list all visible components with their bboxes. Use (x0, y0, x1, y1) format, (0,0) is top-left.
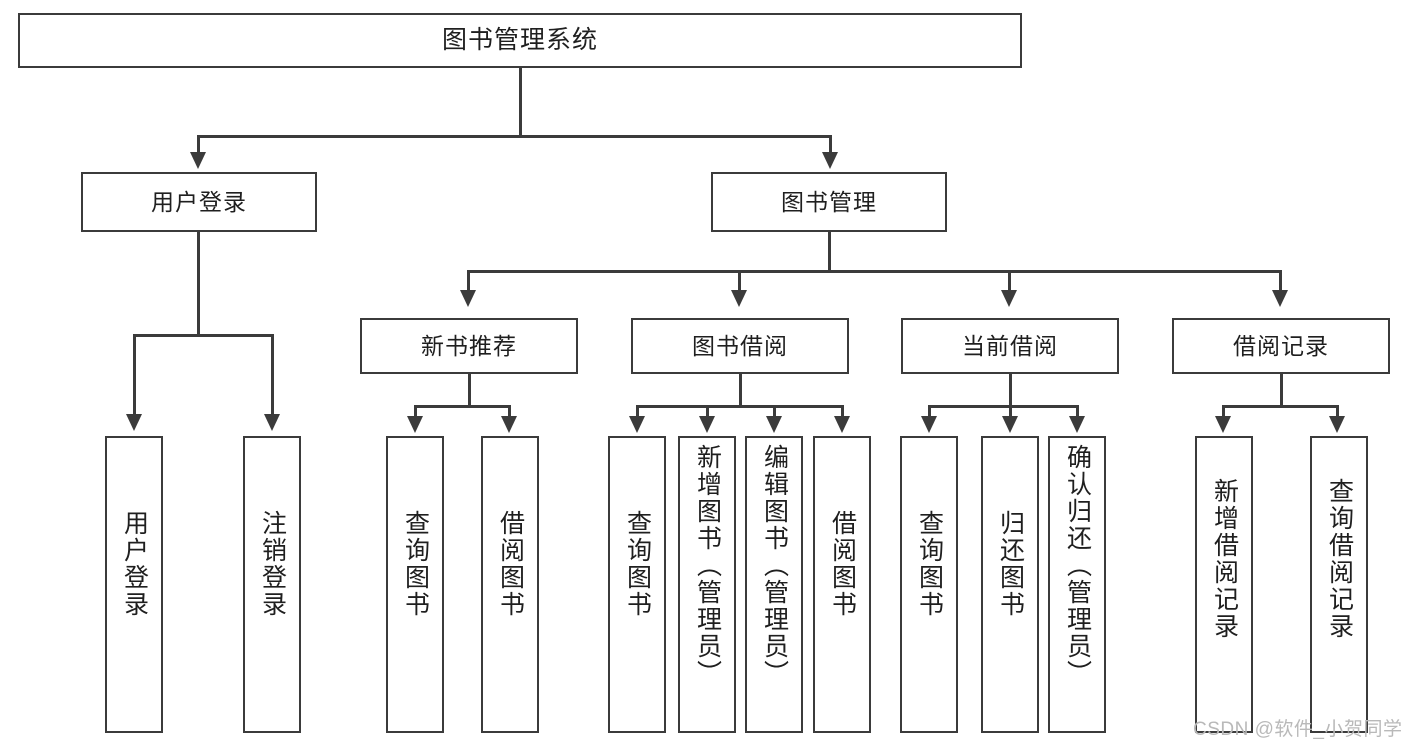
arrow-level3-3 (1001, 290, 1017, 307)
node-label: 图书管理系统 (441, 25, 598, 54)
node-root-system[interactable]: 图书管理系统 (18, 13, 1022, 68)
arrow-level3-2 (731, 290, 747, 307)
arrow-leaf-3 (407, 416, 423, 433)
node-label: 借阅图书 (828, 510, 857, 618)
node-label: 新增借阅记录 (1210, 478, 1239, 640)
arrow-leaf-1 (126, 414, 142, 431)
node-label: 图书管理 (781, 188, 877, 215)
leaf-confirm-return-admin[interactable]: 确认归还（管理员） (1048, 436, 1106, 733)
connector-level3-drop-3 (1008, 270, 1011, 292)
node-label: 用户登录 (120, 510, 149, 618)
connector-recommend-stem (468, 374, 471, 407)
arrow-leaf-11 (1069, 416, 1085, 433)
connector-current-stem (1009, 374, 1012, 407)
connector-user-login-drop-2 (271, 334, 274, 416)
arrow-leaf-10 (1002, 416, 1018, 433)
connector-current-bus (928, 405, 1078, 408)
arrow-leaf-5 (629, 416, 645, 433)
node-book-borrow[interactable]: 图书借阅 (631, 318, 849, 374)
connector-level3-drop-2 (738, 270, 741, 292)
connector-borrow-drop-1 (636, 405, 639, 418)
connector-level2-bus (197, 135, 831, 138)
connector-recommend-drop-1 (414, 405, 417, 418)
connector-borrow-drop-2 (706, 405, 709, 418)
arrow-leaf-6 (699, 416, 715, 433)
leaf-add-borrow-record[interactable]: 新增借阅记录 (1195, 436, 1253, 733)
connector-borrow-stem (739, 374, 742, 407)
connector-records-drop-2 (1336, 405, 1339, 418)
arrow-leaf-8 (834, 416, 850, 433)
node-label: 新书推荐 (421, 332, 517, 359)
node-label: 归还图书 (996, 510, 1025, 618)
arrow-leaf-12 (1215, 416, 1231, 433)
leaf-logout[interactable]: 注销登录 (243, 436, 301, 733)
node-label: 编辑图书（管理员） (760, 444, 789, 687)
leaf-user-login[interactable]: 用户登录 (105, 436, 163, 733)
connector-current-drop-3 (1076, 405, 1079, 418)
leaf-add-book-admin[interactable]: 新增图书（管理员） (678, 436, 736, 733)
connector-level3-bus (467, 270, 1281, 273)
arrow-level2-2 (822, 152, 838, 169)
connector-recommend-bus (414, 405, 510, 408)
arrow-level3-4 (1272, 290, 1288, 307)
leaf-query-books-current[interactable]: 查询图书 (900, 436, 958, 733)
connector-level3-drop-1 (467, 270, 470, 292)
connector-user-login-stem (197, 232, 200, 336)
node-label: 用户登录 (151, 188, 247, 215)
leaf-borrow-books-recommend[interactable]: 借阅图书 (481, 436, 539, 733)
node-user-login[interactable]: 用户登录 (81, 172, 317, 232)
leaf-query-borrow-record[interactable]: 查询借阅记录 (1310, 436, 1368, 733)
arrow-leaf-4 (501, 416, 517, 433)
arrow-leaf-2 (264, 414, 280, 431)
arrow-level2-1 (190, 152, 206, 169)
connector-current-drop-2 (1009, 405, 1012, 418)
node-current-borrow[interactable]: 当前借阅 (901, 318, 1119, 374)
node-borrow-records[interactable]: 借阅记录 (1172, 318, 1390, 374)
connector-user-login-bus (133, 334, 273, 337)
connector-user-login-drop-1 (133, 334, 136, 416)
leaf-edit-book-admin[interactable]: 编辑图书（管理员） (745, 436, 803, 733)
node-new-book-recommend[interactable]: 新书推荐 (360, 318, 578, 374)
node-label: 查询借阅记录 (1325, 478, 1354, 640)
arrow-level3-1 (460, 290, 476, 307)
node-label: 查询图书 (915, 510, 944, 618)
node-label: 新增图书（管理员） (693, 444, 722, 687)
leaf-return-books[interactable]: 归还图书 (981, 436, 1039, 733)
connector-level3-drop-4 (1279, 270, 1282, 292)
node-label: 借阅记录 (1233, 332, 1329, 359)
connector-level2-drop-2 (829, 135, 832, 155)
csdn-watermark: CSDN @软件_小贺同学 (1193, 719, 1403, 740)
node-label: 借阅图书 (496, 510, 525, 618)
node-label: 图书借阅 (692, 332, 788, 359)
node-book-management[interactable]: 图书管理 (711, 172, 947, 232)
connector-records-drop-1 (1222, 405, 1225, 418)
connector-borrow-drop-3 (773, 405, 776, 418)
connector-root-stem (519, 68, 522, 135)
connector-level2-drop-1 (197, 135, 200, 155)
connector-borrow-bus (636, 405, 842, 408)
connector-records-stem (1280, 374, 1283, 407)
node-label: 查询图书 (401, 510, 430, 618)
leaf-query-books-borrow[interactable]: 查询图书 (608, 436, 666, 733)
connector-records-bus (1222, 405, 1338, 408)
arrow-leaf-7 (766, 416, 782, 433)
arrow-leaf-9 (921, 416, 937, 433)
leaf-borrow-books[interactable]: 借阅图书 (813, 436, 871, 733)
node-label: 确认归还（管理员） (1063, 444, 1092, 687)
node-label: 注销登录 (258, 510, 287, 618)
node-label: 当前借阅 (962, 332, 1058, 359)
connector-borrow-drop-4 (841, 405, 844, 418)
leaf-query-books-recommend[interactable]: 查询图书 (386, 436, 444, 733)
node-label: 查询图书 (623, 510, 652, 618)
connector-recommend-drop-2 (508, 405, 511, 418)
connector-book-mgmt-stem (828, 232, 831, 272)
connector-current-drop-1 (928, 405, 931, 418)
arrow-leaf-13 (1329, 416, 1345, 433)
